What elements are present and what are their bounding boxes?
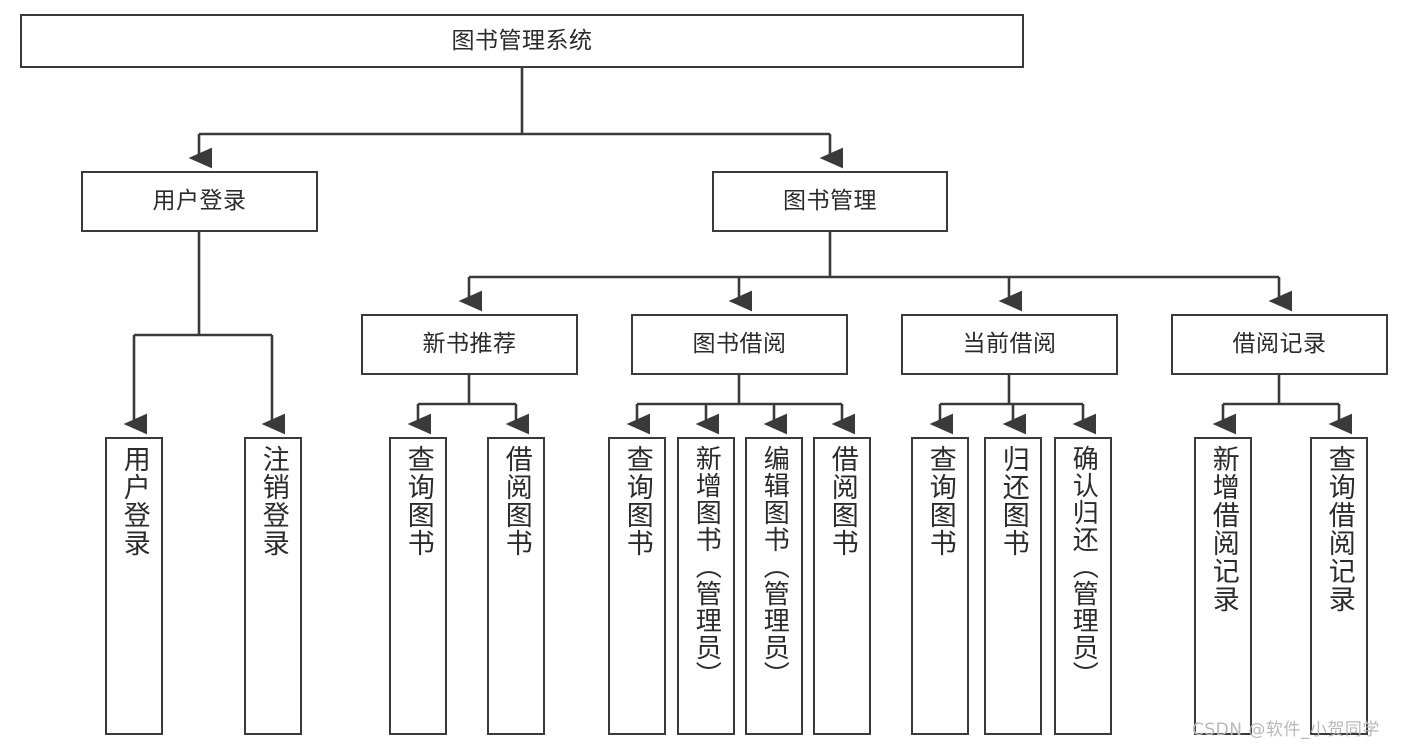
node-label: 查询图书	[402, 445, 434, 557]
node-label: 借阅记录	[1232, 331, 1327, 357]
node-label: 归还图书	[997, 445, 1029, 557]
node-label: 用户登录	[152, 188, 247, 214]
node-label: 新书推荐	[422, 331, 517, 357]
node-root-system[interactable]: 图书管理系统	[20, 14, 1024, 68]
node-leaf-query-book-2[interactable]: 查询图书	[608, 437, 666, 735]
node-leaf-borrow-book-1[interactable]: 借阅图书	[487, 437, 545, 735]
node-leaf-query-book-3[interactable]: 查询图书	[911, 437, 969, 735]
node-label: 确认归还（管理员）	[1068, 445, 1099, 688]
node-label: 编辑图书（管理员）	[759, 445, 790, 688]
node-book-borrow[interactable]: 图书借阅	[631, 314, 848, 375]
node-label: 借阅图书	[500, 445, 532, 557]
node-leaf-query-borrow-record[interactable]: 查询借阅记录	[1310, 437, 1368, 735]
node-leaf-confirm-return[interactable]: 确认归还（管理员）	[1054, 437, 1112, 735]
node-borrow-record[interactable]: 借阅记录	[1171, 314, 1388, 375]
node-label: 借阅图书	[826, 445, 858, 557]
node-label: 图书借阅	[692, 331, 787, 357]
node-leaf-add-borrow-record[interactable]: 新增借阅记录	[1194, 437, 1252, 735]
node-label: 当前借阅	[962, 331, 1057, 357]
node-leaf-add-book[interactable]: 新增图书（管理员）	[677, 437, 735, 735]
node-label: 用户登录	[118, 445, 150, 557]
node-user-login[interactable]: 用户登录	[81, 171, 318, 232]
node-book-management[interactable]: 图书管理	[712, 171, 948, 232]
node-current-borrow[interactable]: 当前借阅	[901, 314, 1118, 375]
node-new-book-recommend[interactable]: 新书推荐	[361, 314, 578, 375]
node-label: 图书管理系统	[451, 27, 593, 54]
node-leaf-user-logout[interactable]: 注销登录	[244, 437, 302, 735]
node-label: 图书管理	[783, 188, 877, 214]
node-leaf-borrow-book-2[interactable]: 借阅图书	[813, 437, 871, 735]
node-label: 新增图书（管理员）	[691, 445, 722, 688]
node-label: 查询借阅记录	[1323, 445, 1355, 613]
node-leaf-return-book[interactable]: 归还图书	[984, 437, 1042, 735]
node-label: 新增借阅记录	[1207, 445, 1239, 613]
node-leaf-edit-book[interactable]: 编辑图书（管理员）	[745, 437, 803, 735]
node-leaf-user-login[interactable]: 用户登录	[105, 437, 163, 735]
node-label: 注销登录	[257, 445, 289, 557]
node-leaf-query-book-1[interactable]: 查询图书	[389, 437, 447, 735]
node-label: 查询图书	[621, 445, 653, 557]
watermark: CSDN @软件_小贺同学	[1192, 720, 1380, 740]
node-label: 查询图书	[924, 445, 956, 557]
